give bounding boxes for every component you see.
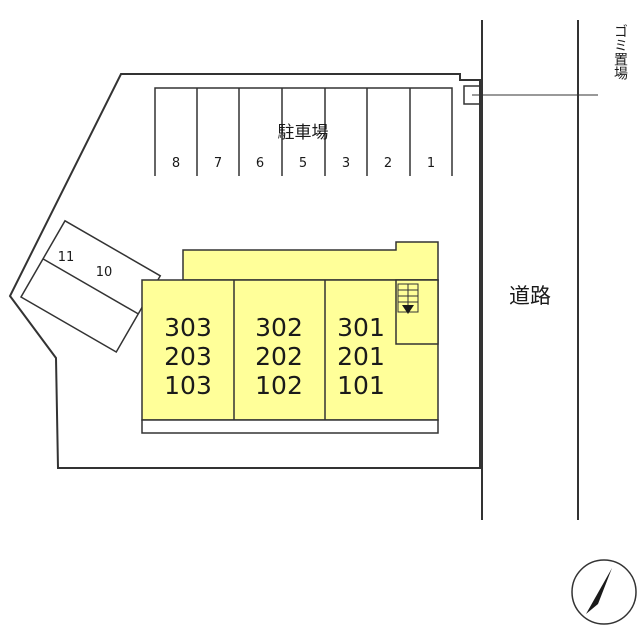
lot-boundary: [8, 73, 481, 469]
parking-space-8: 8: [172, 156, 180, 171]
parking-space-10: 10: [96, 265, 113, 280]
building-body: [141, 279, 439, 421]
parking-space-5: 5: [299, 156, 307, 171]
unit-number: 303: [164, 313, 212, 342]
apartment-building: [141, 241, 439, 434]
parking-space-labels-top: 8 7 6 5 3 2 1: [172, 156, 435, 171]
unit-column-2: 302 202 102: [255, 313, 303, 400]
parking-strip-left: [19, 219, 162, 354]
unit-number: 202: [255, 342, 303, 371]
unit-number: 102: [255, 371, 303, 400]
parking-space-7: 7: [214, 156, 222, 171]
unit-number: 203: [164, 342, 212, 371]
unit-number: 101: [337, 371, 385, 400]
parking-space-3: 3: [342, 156, 350, 171]
parking-label: 駐車場: [278, 123, 329, 143]
unit-number: 302: [255, 313, 303, 342]
balcony-strip: [141, 419, 439, 434]
unit-number: 103: [164, 371, 212, 400]
garbage-label: ゴミ置場: [612, 24, 628, 80]
stairs-icon: [397, 283, 419, 314]
parking-space-11: 11: [58, 250, 75, 265]
north-arrow-icon: [571, 559, 637, 625]
unit-number: 201: [337, 342, 385, 371]
road-label: 道路: [509, 284, 551, 308]
parking-space-1: 1: [427, 156, 435, 171]
parking-space-2: 2: [384, 156, 392, 171]
unit-column-1: 303 203 103: [164, 313, 212, 400]
parking-space-6: 6: [256, 156, 264, 171]
unit-column-3: 301 201 101: [337, 313, 385, 400]
unit-number: 301: [337, 313, 385, 342]
building-upper-corridor: [182, 241, 439, 281]
parking-strip-top: [154, 87, 453, 176]
